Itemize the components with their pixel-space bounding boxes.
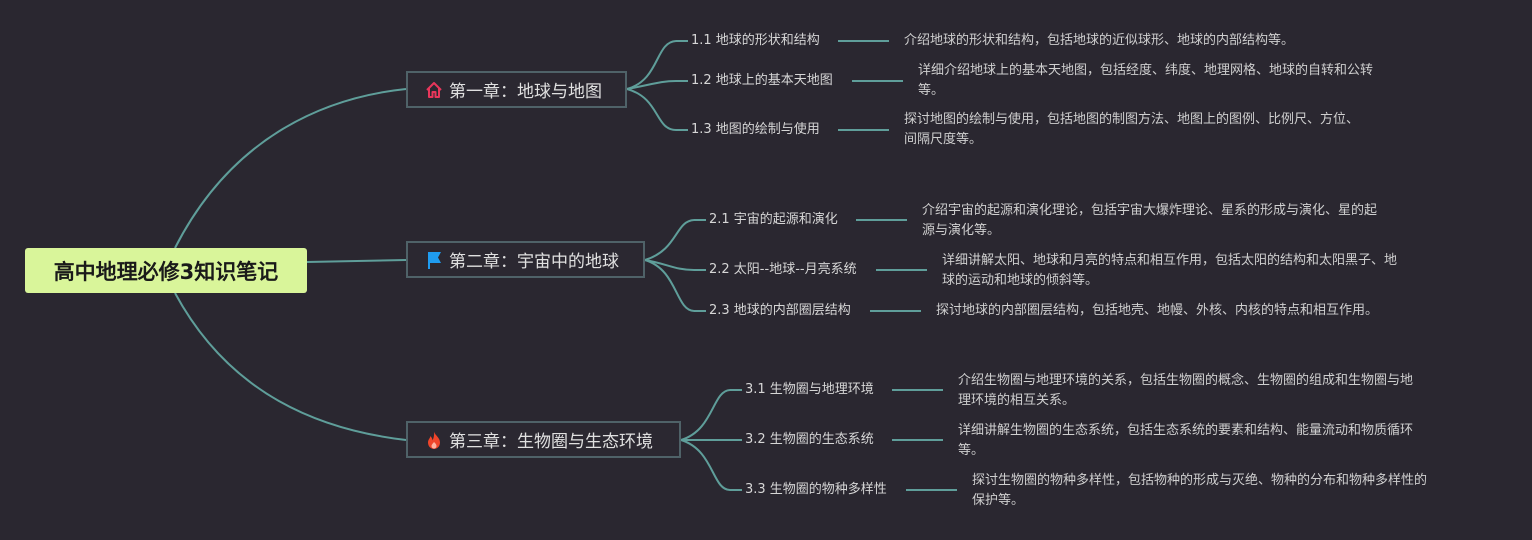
topic-3-3-desc: 探讨生物圈的物种多样性，包括物种的形成与灭绝、物种的分布和物种多样性的 保护等。 — [972, 473, 1428, 508]
chapter-1-branch-1 — [626, 40, 677, 90]
chapter-2-branch-2 — [644, 259, 695, 271]
house-icon — [424, 80, 444, 100]
chapter-title: 第三章：生物圈与生态环境 — [449, 432, 653, 452]
fire-icon — [424, 430, 444, 450]
flag-icon — [424, 250, 444, 270]
topic-3-2-desc: 详细讲解生物圈的生态系统，包括生态系统的要素和结构、能量流动和物质循环 等。 — [958, 423, 1414, 458]
root-to-chapter-1-link — [174, 88, 407, 249]
root-title: 高中地理必修3知识笔记 — [53, 259, 279, 284]
topic-3-3-label[interactable]: 3.3 生物圈的物种多样性 — [745, 482, 887, 497]
root-to-chapter-2-link — [306, 259, 407, 263]
chapter-node-3[interactable]: 第三章：生物圈与生态环境 — [406, 421, 681, 458]
topic-3-2-label[interactable]: 3.2 生物圈的生态系统 — [745, 432, 874, 447]
topic-1-2-label[interactable]: 1.2 地球上的基本天地图 — [691, 73, 833, 88]
chapter-2-branch-3 — [644, 259, 695, 312]
topic-2-2-label[interactable]: 2.2 太阳--地球--月亮系统 — [709, 262, 857, 277]
chapter-title: 第一章：地球与地图 — [449, 82, 602, 102]
topic-2-3-label[interactable]: 2.3 地球的内部圈层结构 — [709, 303, 851, 318]
topic-2-2-desc: 详细讲解太阳、地球和月亮的特点和相互作用，包括太阳的结构和太阳黑子、地 球的运动… — [942, 253, 1398, 288]
root-to-chapter-3-link — [174, 292, 407, 441]
chapter-node-2[interactable]: 第二章：宇宙中的地球 — [406, 241, 645, 278]
chapter-title: 第二章：宇宙中的地球 — [449, 252, 619, 272]
topic-1-1-label[interactable]: 1.1 地球的形状和结构 — [691, 33, 820, 48]
topic-1-1-desc: 介绍地球的形状和结构，包括地球的近似球形、地球的内部结构等。 — [904, 33, 1295, 48]
topic-2-3-desc: 探讨地球的内部圈层结构，包括地壳、地幔、外核、内核的特点和相互作用。 — [936, 303, 1379, 318]
chapter-1-branch-3 — [626, 88, 677, 131]
topic-1-3-desc: 探讨地图的绘制与使用，包括地图的制图方法、地图上的图例、比例尺、方位、 间隔尺度… — [904, 112, 1360, 147]
chapter-1-branch-2 — [626, 80, 677, 90]
chapter-2-branch-1 — [644, 219, 695, 261]
root-node[interactable]: 高中地理必修3知识笔记 — [25, 248, 307, 293]
chapter-3-branch-3 — [680, 439, 731, 491]
topic-1-3-label[interactable]: 1.3 地图的绘制与使用 — [691, 122, 820, 137]
chapter-node-1[interactable]: 第一章：地球与地图 — [406, 71, 627, 108]
topic-1-2-desc: 详细介绍地球上的基本天地图，包括经度、纬度、地理网格、地球的自转和公转 等。 — [918, 63, 1374, 98]
topic-2-1-label[interactable]: 2.1 宇宙的起源和演化 — [709, 212, 838, 227]
chapter-3-branch-1 — [680, 389, 731, 441]
topic-3-1-label[interactable]: 3.1 生物圈与地理环境 — [745, 382, 874, 397]
topic-2-1-desc: 介绍宇宙的起源和演化理论，包括宇宙大爆炸理论、星系的形成与演化、星的起 源与演化… — [922, 203, 1378, 238]
topic-3-1-desc: 介绍生物圈与地理环境的关系，包括生物圈的概念、生物圈的组成和生物圈与地 理环境的… — [958, 373, 1414, 408]
